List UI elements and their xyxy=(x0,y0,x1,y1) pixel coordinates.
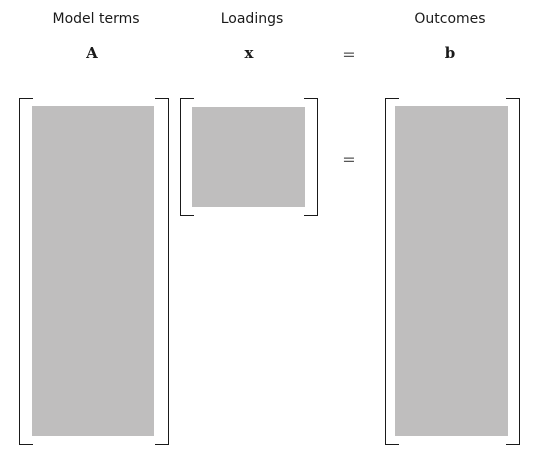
matrix-b-left-bracket xyxy=(385,98,399,445)
matrix-x-right-bracket xyxy=(304,98,318,216)
heading-model-terms: Model terms xyxy=(52,11,140,27)
symbol-A: A xyxy=(86,44,98,62)
symbol-x: x xyxy=(244,44,254,62)
matrix-b-block xyxy=(395,106,508,436)
heading-loadings: Loadings xyxy=(220,11,284,27)
matrix-a-left-bracket xyxy=(19,98,33,445)
heading-outcomes: Outcomes xyxy=(414,11,486,27)
equals-sign-top: = xyxy=(342,45,356,64)
matrix-a-block xyxy=(32,106,154,436)
equals-sign-middle: = xyxy=(342,150,356,169)
matrix-x-block xyxy=(192,107,305,207)
matrix-a-right-bracket xyxy=(155,98,169,445)
matrix-x-left-bracket xyxy=(180,98,194,216)
matrix-b-right-bracket xyxy=(506,98,520,445)
symbol-b: b xyxy=(444,44,456,62)
